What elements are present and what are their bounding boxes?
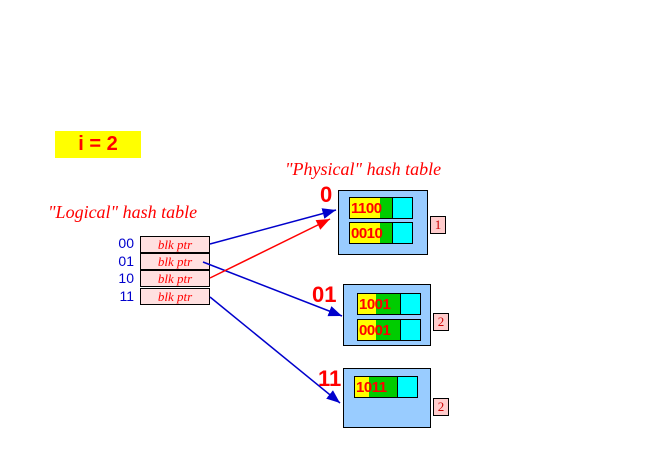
bucket-0-record-2-key: 0010 xyxy=(351,225,383,242)
bucket-01-record-1: 1001 xyxy=(357,293,421,315)
logical-pointer-10: blk ptr xyxy=(140,270,210,287)
bucket-01-record-2-key: 0001 xyxy=(359,322,391,339)
arrow-01-to-bucket-01 xyxy=(202,261,343,317)
arrow-10-to-bucket-0 xyxy=(209,218,331,279)
bucket-01-block: 1001 0001 xyxy=(343,284,431,346)
logical-index-00: 00 xyxy=(118,235,134,251)
bucket-11-local-depth: 2 xyxy=(433,398,449,416)
global-depth-badge: i = 2 xyxy=(55,131,141,158)
bucket-0-record-1-key: 1100 xyxy=(351,200,382,217)
bucket-0-label: 0 xyxy=(320,182,333,207)
bucket-0-local-depth: 1 xyxy=(430,216,446,234)
bucket-0-record-2: 0010 xyxy=(349,222,413,244)
bucket-11-label: 11 xyxy=(318,366,342,391)
logical-index-10: 10 xyxy=(118,270,134,286)
logical-pointer-00: blk ptr xyxy=(140,236,210,253)
bucket-01-label: 01 xyxy=(312,282,337,307)
logical-table-title: "Logical" hash table xyxy=(48,202,198,222)
bucket-01-local-depth: 2 xyxy=(433,313,449,331)
bucket-0-record-1: 1100 xyxy=(349,197,413,219)
bucket-01-record-1-key: 1001 xyxy=(359,296,391,313)
bucket-11-block: 1011 xyxy=(343,368,431,428)
arrow-11-to-bucket-11 xyxy=(209,296,341,404)
logical-pointer-11: blk ptr xyxy=(140,288,210,305)
logical-pointer-01: blk ptr xyxy=(140,253,210,270)
bucket-01-record-2: 0001 xyxy=(357,319,421,341)
arrow-00-to-bucket-0 xyxy=(209,208,337,245)
bucket-0-block: 1100 0010 xyxy=(338,190,428,255)
bucket-11-record-1-key: 1011 xyxy=(356,379,387,396)
bucket-11-record-1: 1011 xyxy=(354,376,418,398)
logical-index-01: 01 xyxy=(118,253,134,269)
global-depth-label: i = 2 xyxy=(78,133,118,155)
logical-index-11: 11 xyxy=(119,288,134,304)
physical-table-title: "Physical" hash table xyxy=(285,159,442,179)
